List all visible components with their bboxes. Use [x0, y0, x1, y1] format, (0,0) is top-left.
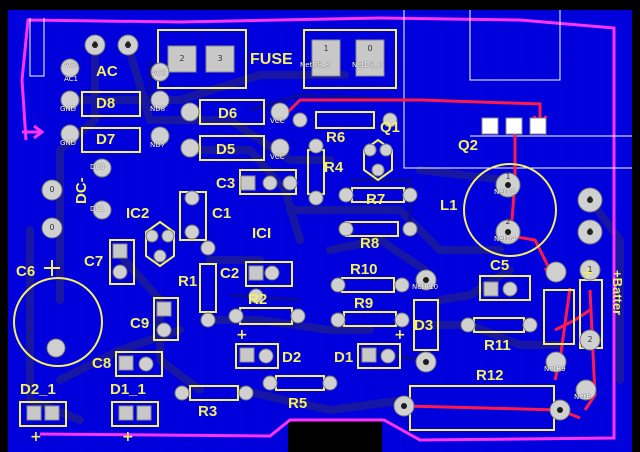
- label-r6: R6: [326, 129, 346, 146]
- label-r3: R3: [198, 403, 218, 420]
- padno-bat-1: 1: [587, 265, 593, 274]
- padno-top-0b: 0: [125, 40, 131, 49]
- net-gnd-a: GND: [60, 105, 77, 113]
- net-netd8-k: NetD8_K: [300, 61, 331, 69]
- label-l1: L1: [440, 197, 458, 214]
- edge-right: [632, 0, 640, 452]
- label-fuse: FUSE: [250, 51, 293, 68]
- label-d3: D3: [414, 317, 434, 334]
- edge-notch: [288, 420, 382, 452]
- plus-d1: +: [394, 327, 406, 343]
- label-d5: D5: [216, 141, 236, 158]
- label-c8: C8: [92, 355, 112, 372]
- silkscreen: [13, 29, 603, 431]
- label-c5: C5: [490, 257, 510, 274]
- label-r1: R1: [178, 273, 198, 290]
- label-r8: R8: [360, 235, 380, 252]
- plus-d2: +: [236, 327, 248, 343]
- label-r10: R10: [350, 261, 378, 278]
- label-r4: R4: [324, 159, 344, 176]
- label-d8: D8: [96, 95, 116, 112]
- net-ac0-top: AC0: [64, 61, 79, 69]
- label-r11: R11: [484, 337, 511, 354]
- label-c3: C3: [216, 175, 236, 192]
- padno-l1-1: 1: [505, 172, 511, 181]
- net-ac0-mid: AC0: [152, 69, 167, 77]
- label-d2-1: D2_1: [20, 381, 56, 398]
- label-c2: C2: [220, 265, 240, 282]
- label-c9: C9: [130, 315, 150, 332]
- net-nd7: ND7: [150, 141, 166, 149]
- label-d1: D1: [334, 349, 354, 366]
- edge-left: [0, 0, 8, 452]
- label-ic2: IC2: [126, 205, 150, 222]
- label-d1-1: D1_1: [110, 381, 146, 398]
- net-dc0: DC0: [90, 163, 105, 171]
- label-d7: D7: [96, 131, 116, 148]
- keepout-lines: [29, 10, 632, 169]
- label-r2: R2: [248, 291, 268, 308]
- label-c6: C6: [16, 263, 36, 280]
- padno-fuse-2: 3: [217, 54, 223, 63]
- padno-fuse-1: 2: [179, 54, 185, 63]
- net-vcc-b: VCC: [270, 153, 285, 161]
- drill-holes: [92, 42, 593, 413]
- edge-top: [0, 0, 640, 10]
- label-ic1: ICI: [252, 225, 272, 242]
- label-ac: AC: [96, 63, 118, 80]
- outline-arrow: [22, 124, 45, 140]
- net-netd4: NetD4: [494, 235, 517, 243]
- round-pads[interactable]: [41, 34, 603, 421]
- padno-left-0b: 0: [49, 223, 55, 232]
- padno-l1-2: 2: [505, 217, 511, 226]
- label-r9: R9: [354, 295, 374, 312]
- padno-bat-2: 2: [587, 335, 593, 344]
- net-dc1: DC1: [90, 205, 105, 213]
- padno-right-0b: 0: [587, 227, 593, 236]
- plus-d1-1: +: [122, 429, 134, 445]
- label-d6: D6: [218, 105, 238, 122]
- padno-net-1: 1: [323, 44, 329, 53]
- padno-top-0a: 0: [92, 40, 98, 49]
- label-c7: C7: [84, 253, 104, 270]
- padno-left-0a: 0: [49, 185, 55, 194]
- label-d2: D2: [282, 349, 302, 366]
- padno-right-0a: 0: [587, 195, 593, 204]
- net-netd8-b: NetD8_K: [352, 61, 383, 69]
- net-gnd-b: GND: [60, 139, 77, 147]
- net-netq2: NetQ2: [494, 188, 517, 196]
- label-r12: R12: [476, 367, 504, 384]
- board-outline: [20, 16, 616, 442]
- label-battery: +Batter: [610, 270, 625, 316]
- net-netr9: NetR9: [544, 365, 566, 373]
- label-dc: DC-: [73, 177, 90, 204]
- plus-d2-1: +: [30, 429, 42, 445]
- net-netr10: NetR10: [412, 283, 439, 291]
- plus-battery: +: [582, 265, 594, 281]
- label-c1: C1: [212, 205, 232, 222]
- label-r7: R7: [366, 191, 386, 208]
- label-r5: R5: [288, 395, 308, 412]
- net-vcc-a: VCC: [270, 117, 285, 125]
- label-q1: Q1: [380, 119, 401, 136]
- net-netbat: NetB: [574, 393, 592, 401]
- pads[interactable]: [26, 39, 547, 421]
- net-nd8: ND8: [150, 105, 166, 113]
- padno-net-0: 0: [367, 44, 373, 53]
- label-q2: Q2: [458, 137, 479, 154]
- net-ac1: AC1: [64, 75, 79, 83]
